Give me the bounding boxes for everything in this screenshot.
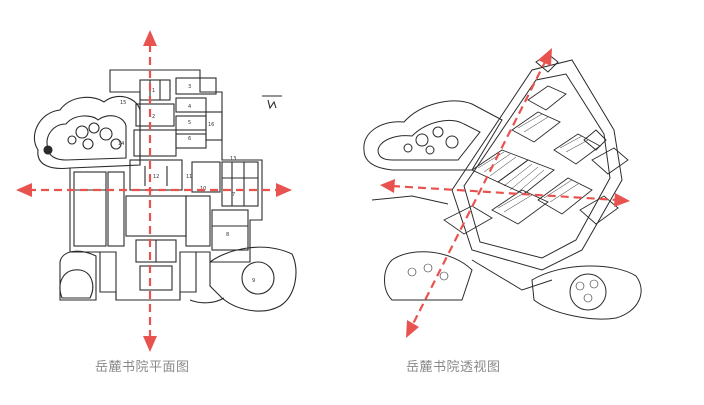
arrowhead-right	[614, 193, 630, 207]
arrowhead-down-left	[406, 320, 419, 338]
arrowhead-up-right	[538, 48, 552, 66]
plan-label: 9	[252, 278, 255, 284]
plan-label: 7	[232, 192, 235, 198]
plan-caption: 岳麓书院平面图	[95, 360, 190, 375]
plan-panel: 14 12 13 11 10 6 5 4 3 2 1 15 16 7 8 9	[16, 30, 297, 375]
arrowhead-up	[143, 30, 157, 46]
arrowhead-left	[380, 179, 395, 193]
plan-drawing: 14 12 13 11 10 6 5 4 3 2 1 15 16 7 8 9	[16, 30, 297, 352]
perspective-panel: 岳麓书院透视图	[352, 0, 704, 405]
plan-label: 5	[188, 120, 191, 126]
arrowhead-right	[276, 183, 292, 197]
plan-label: 8	[226, 232, 229, 238]
plan-label: 12	[153, 174, 159, 180]
diagonal-axis-arrow	[411, 59, 547, 327]
arrowhead-down	[143, 336, 157, 352]
plan-label: 13	[230, 156, 236, 162]
plan-label: 1	[152, 88, 155, 94]
plan-label: 15	[120, 100, 126, 106]
plan-label: 4	[188, 104, 191, 110]
plan-label: 11	[186, 174, 192, 180]
plan-label: 16	[208, 122, 214, 128]
plan-label: 6	[188, 136, 191, 142]
perspective-caption: 岳麓书院透视图	[406, 360, 501, 375]
perspective-drawing	[363, 48, 642, 338]
plan-label: 3	[188, 84, 191, 90]
arrowhead-left	[16, 183, 32, 197]
plan-label: 14	[118, 141, 124, 147]
plan-label: 2	[152, 114, 155, 120]
cross-axis-arrow	[391, 184, 619, 202]
